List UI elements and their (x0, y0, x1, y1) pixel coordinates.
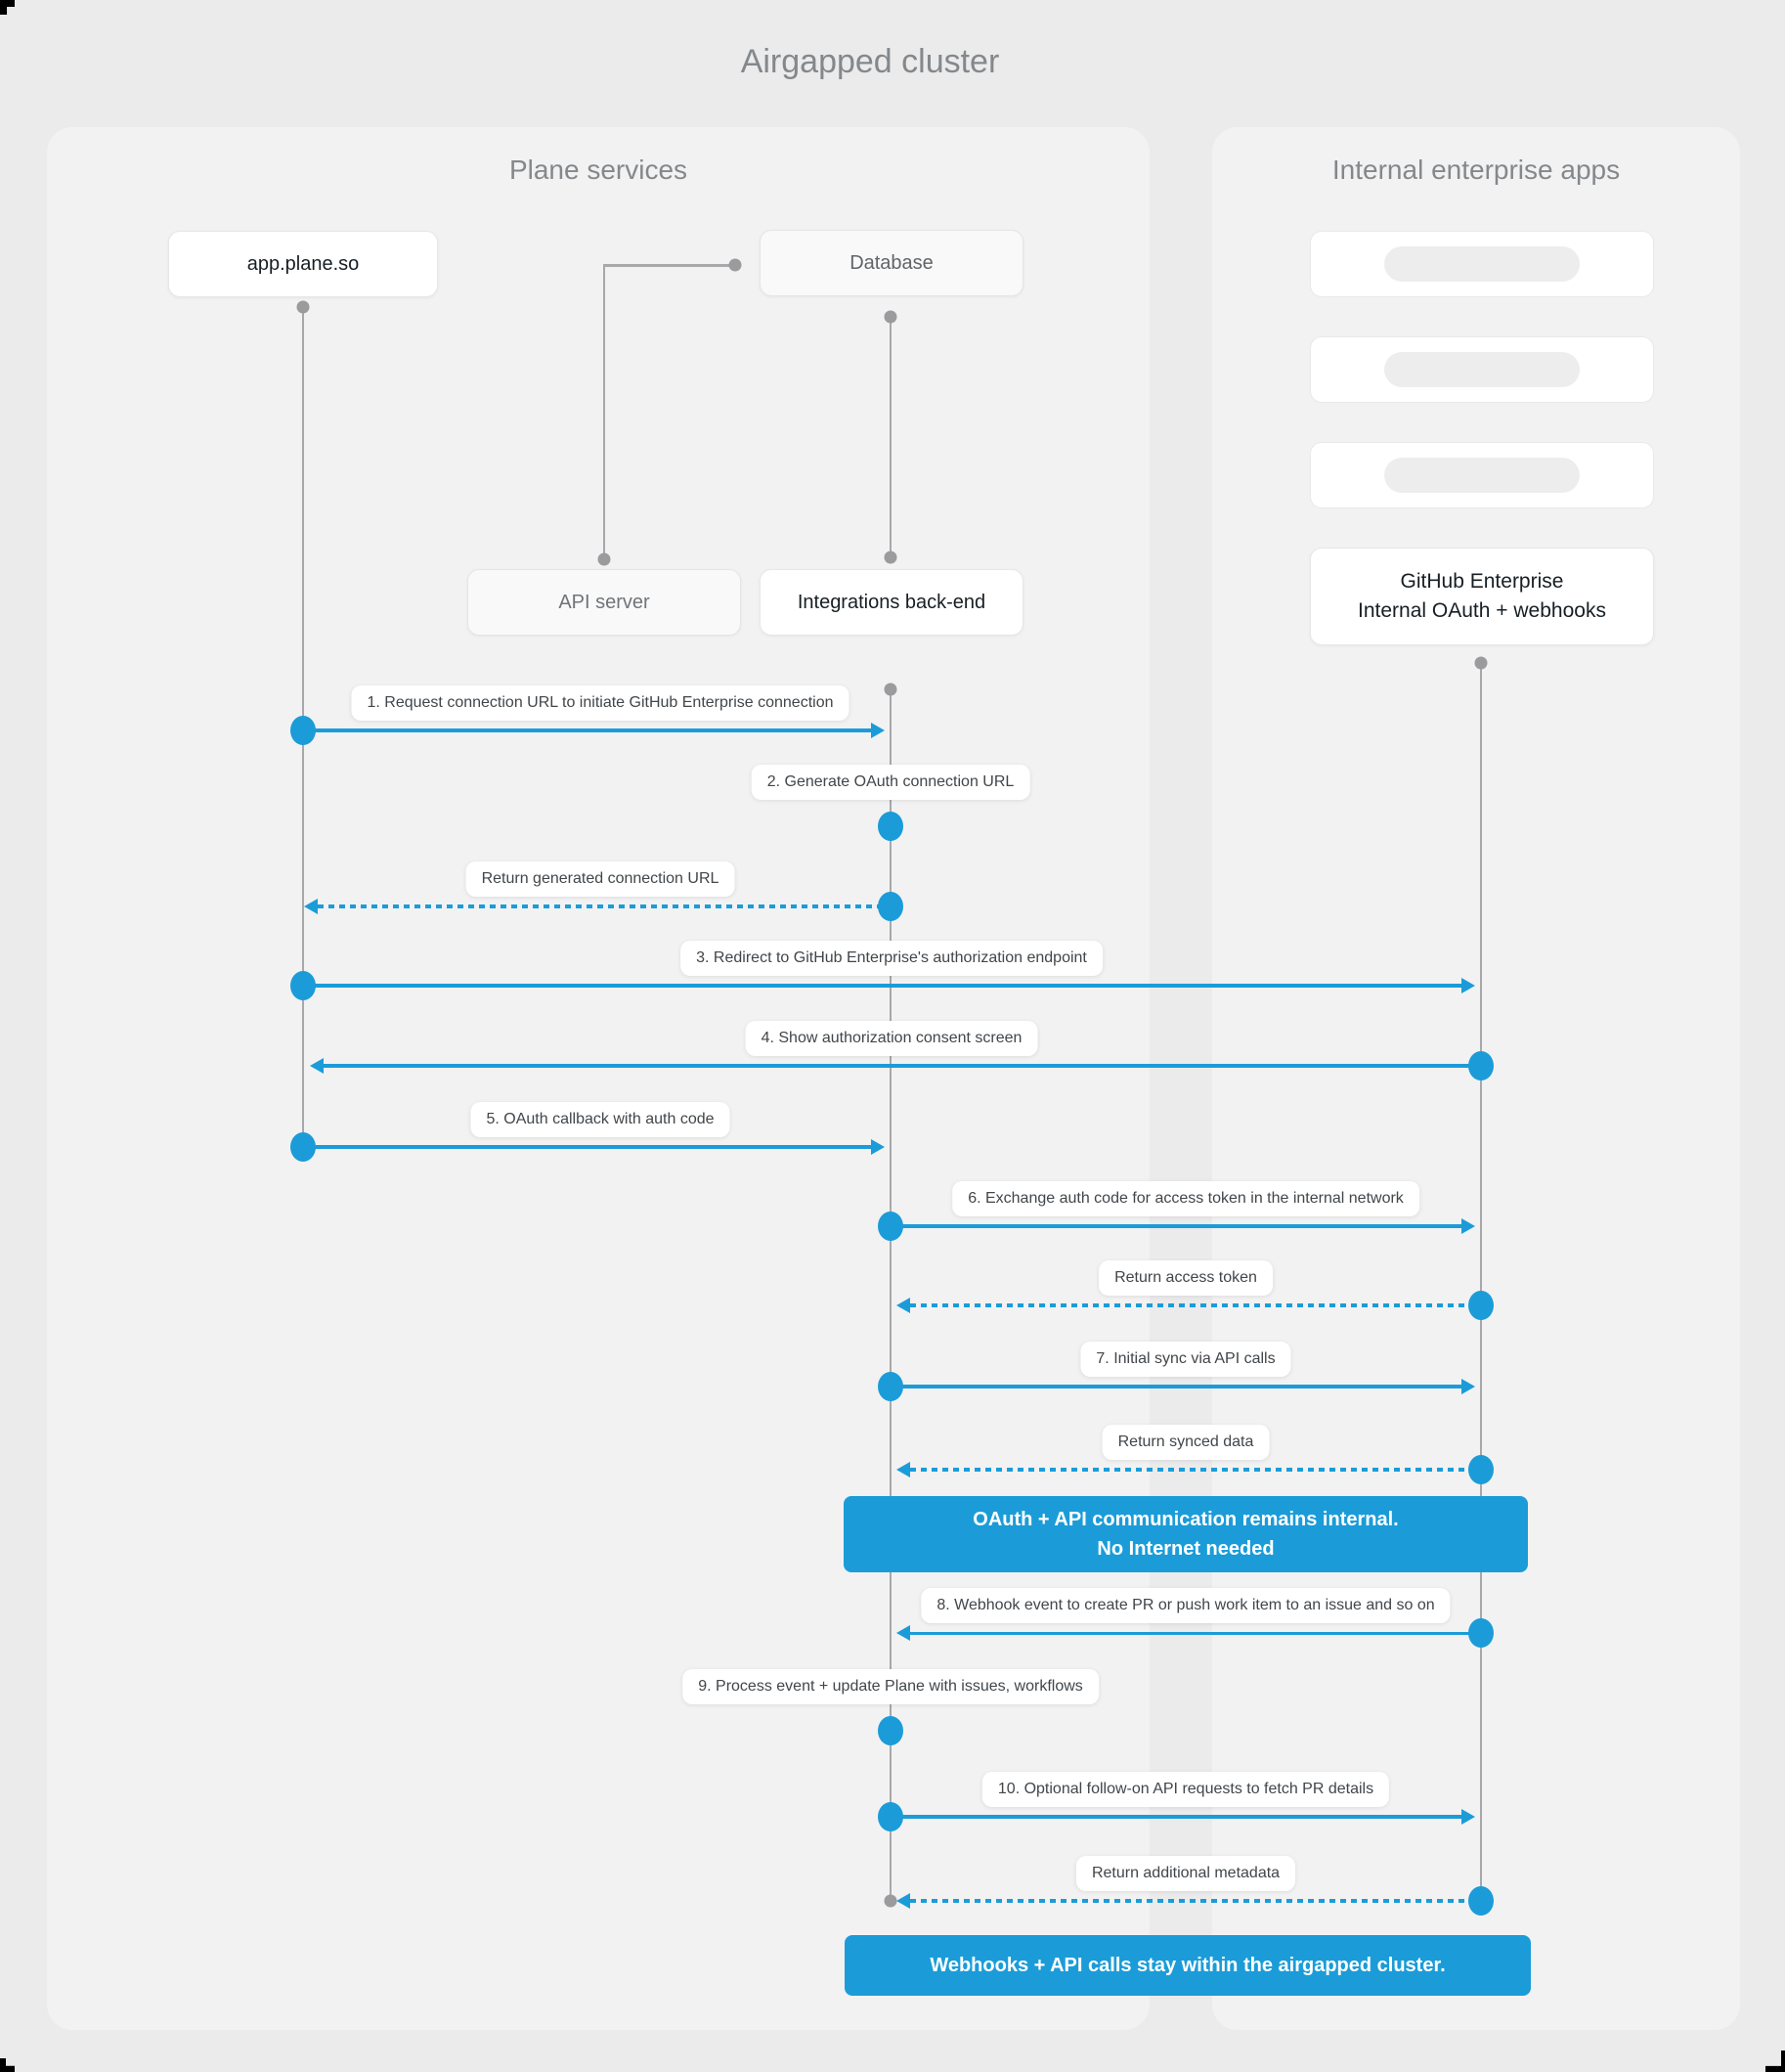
node-github-line2: Internal OAuth + webhooks (1358, 599, 1606, 622)
node-database: Database (760, 230, 1023, 296)
message-label-10: Return synced data (1102, 1425, 1270, 1460)
message-arrow-1 (303, 728, 871, 732)
event-dot (1468, 1618, 1494, 1648)
elbow-connector-vertical (602, 264, 606, 553)
arrowhead (304, 899, 318, 914)
arrowhead (1461, 1218, 1475, 1234)
node-database-label: Database (849, 251, 934, 274)
message-arrow-9 (891, 1385, 1461, 1389)
event-dot (1468, 1051, 1494, 1080)
lifeline-github (1479, 669, 1483, 1901)
placeholder-pill (1384, 246, 1580, 282)
message-label-14: Return additional metadata (1075, 1856, 1296, 1891)
event-dot (878, 812, 903, 841)
node-app-label: app.plane.so (246, 252, 360, 275)
node-api-server: API server (467, 569, 741, 636)
corner-mark-top-left (0, 0, 15, 15)
placeholder-app-box (1310, 336, 1654, 403)
node-app-plane-so: app.plane.so (168, 231, 438, 297)
note-banner-airgapped: Webhooks + API calls stay within the air… (845, 1935, 1531, 1996)
corner-mark-bottom-left (0, 2058, 15, 2072)
connector-dot (884, 551, 897, 564)
corner-mark-bottom-right (1765, 2050, 1785, 2072)
message-label-5: 4. Show authorization consent screen (745, 1021, 1038, 1056)
message-arrow-5 (324, 1064, 1481, 1068)
event-dot (878, 1372, 903, 1401)
message-arrow-3 (318, 904, 891, 908)
panel-internal-title: Internal enterprise apps (1331, 154, 1621, 185)
note-line: No Internet needed (1097, 1538, 1275, 1560)
arrowhead (310, 1058, 324, 1074)
connector-dot (884, 310, 897, 324)
message-arrow-8 (910, 1303, 1481, 1307)
node-api-server-label: API server (558, 591, 650, 613)
connector-dot (597, 552, 611, 566)
connector-dot (296, 300, 310, 314)
event-dot (878, 1802, 903, 1831)
message-arrow-14 (910, 1899, 1481, 1903)
lifeline-database (889, 323, 892, 551)
message-label-4: 3. Redirect to GitHub Enterprise's autho… (680, 941, 1103, 976)
connector-dot (884, 683, 897, 696)
panel-plane-services (47, 127, 1150, 2030)
event-dot (290, 971, 316, 1000)
connector-dot (728, 258, 742, 272)
lifeline-end-dot (884, 1894, 897, 1908)
arrowhead (871, 723, 885, 738)
event-dot (1468, 1455, 1494, 1484)
panel-plane-title: Plane services (508, 154, 688, 185)
message-label-1: 1. Request connection URL to initiate Gi… (351, 685, 849, 721)
event-dot (290, 716, 316, 745)
connector-dot (1474, 656, 1488, 670)
arrowhead (896, 1298, 910, 1313)
message-label-12: 9. Process event + update Plane with iss… (682, 1669, 1099, 1704)
message-arrow-10 (910, 1468, 1481, 1472)
message-label-11: 8. Webhook event to create PR or push wo… (921, 1588, 1451, 1623)
message-label-3: Return generated connection URL (465, 861, 735, 897)
event-dot (290, 1132, 316, 1162)
arrowhead (1461, 1809, 1475, 1825)
event-dot (878, 892, 903, 921)
placeholder-app-box (1310, 442, 1654, 508)
message-label-7: 6. Exchange auth code for access token i… (952, 1181, 1419, 1216)
event-dot (878, 1212, 903, 1241)
arrowhead (896, 1625, 910, 1641)
arrowhead (871, 1139, 885, 1155)
message-arrow-6 (303, 1145, 871, 1149)
node-integrations-backend: Integrations back-end (760, 569, 1023, 636)
message-label-2: 2. Generate OAuth connection URL (751, 765, 1030, 800)
note-line: OAuth + API communication remains intern… (973, 1509, 1399, 1530)
message-arrow-13 (891, 1815, 1461, 1819)
placeholder-pill (1384, 458, 1580, 493)
arrowhead (896, 1462, 910, 1477)
event-dot (1468, 1886, 1494, 1916)
diagram-title: Airgapped cluster (740, 43, 1000, 80)
event-dot (1468, 1291, 1494, 1320)
message-arrow-7 (891, 1224, 1461, 1228)
message-label-8: Return access token (1099, 1260, 1273, 1296)
placeholder-app-box (1310, 231, 1654, 297)
lifeline-integrations (889, 695, 892, 1901)
message-arrow-4 (303, 984, 1461, 988)
message-label-6: 5. OAuth callback with auth code (470, 1102, 730, 1137)
elbow-connector-horizontal (603, 264, 735, 267)
note-banner-internal: OAuth + API communication remains intern… (844, 1496, 1528, 1572)
message-arrow-11 (910, 1631, 1481, 1635)
node-github-line1: GitHub Enterprise (1400, 570, 1564, 593)
node-integrations-label: Integrations back-end (797, 591, 986, 613)
message-label-13: 10. Optional follow-on API requests to f… (981, 1772, 1390, 1807)
arrowhead (896, 1893, 910, 1909)
note-line: Webhooks + API calls stay within the air… (930, 1955, 1446, 1976)
placeholder-pill (1384, 352, 1580, 387)
node-github-enterprise: GitHub Enterprise Internal OAuth + webho… (1310, 548, 1654, 645)
arrowhead (1461, 1379, 1475, 1394)
arrowhead (1461, 978, 1475, 993)
event-dot (878, 1716, 903, 1745)
message-label-9: 7. Initial sync via API calls (1080, 1342, 1291, 1377)
